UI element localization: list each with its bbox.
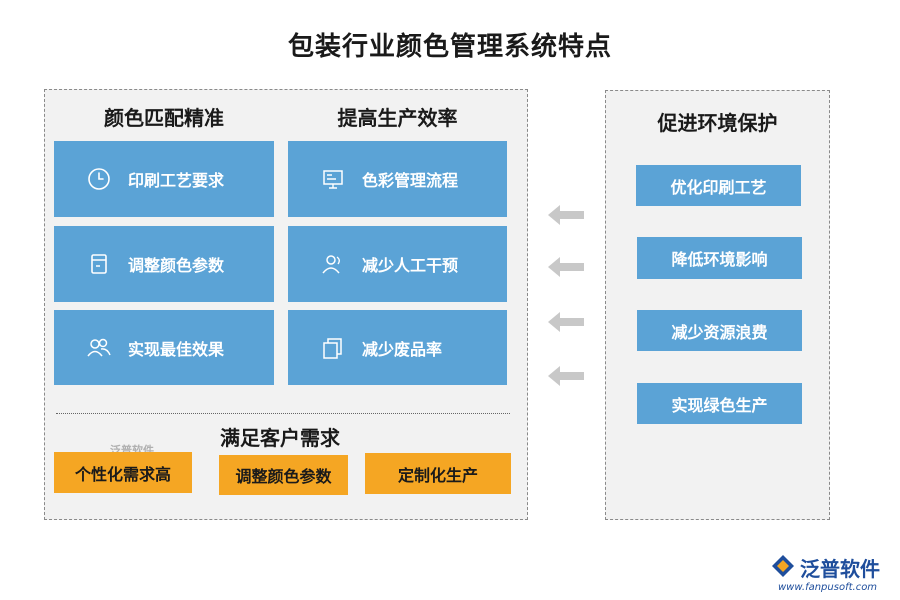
page-title: 包装行业颜色管理系统特点 [287,32,612,62]
logo-name: 泛普软件 [800,557,880,581]
card-best-effect: 实现最佳效果 [54,310,274,385]
card-label: 调整颜色参数 [128,256,225,275]
environment-heading: 促进环境保护 [657,111,778,135]
logo-url: www.fanpusoft.com [778,582,878,593]
card-label: 减少废品率 [362,339,443,359]
user-icon [318,249,348,279]
orange-card-custom-production: 定制化生产 [365,453,511,494]
efficiency-heading: 提高生产效率 [337,106,458,130]
color-match-heading: 颜色匹配精准 [104,106,224,130]
env-card-reduce-impact: 降低环境影响 [637,237,802,279]
logo-mark-icon [770,553,796,583]
arrow-left-icon [546,364,586,388]
env-card-optimize: 优化印刷工艺 [636,165,801,206]
card-reduce-manual: 减少人工干预 [288,226,507,302]
arrow-left-icon [546,310,586,334]
document-icon [84,249,114,279]
card-label: 印刷工艺要求 [128,171,225,190]
card-reduce-waste: 减少废品率 [288,310,507,385]
card-adjust-color: 调整颜色参数 [54,226,274,302]
card-print-requirement: 印刷工艺要求 [54,141,274,217]
clock-icon [84,164,114,194]
card-label: 减少人工干预 [362,256,459,275]
users-icon [84,333,114,363]
card-color-process: 色彩管理流程 [288,141,507,217]
env-card-reduce-resource: 减少资源浪费 [637,310,802,351]
right-panel [605,90,830,520]
customer-heading: 满足客户需求 [220,426,340,450]
orange-card-personalized: 个性化需求高 [54,452,192,493]
card-label: 色彩管理流程 [362,171,459,190]
presentation-icon [318,164,348,194]
card-label: 实现最佳效果 [128,339,225,359]
arrow-left-icon [546,203,586,227]
section-divider [56,413,510,414]
env-card-green-production: 实现绿色生产 [637,383,802,424]
orange-card-adjust-color: 调整颜色参数 [219,455,348,495]
files-icon [318,333,348,363]
arrow-left-icon [546,255,586,279]
brand-logo: 泛普软件 www.fanpusoft.com [770,553,894,597]
